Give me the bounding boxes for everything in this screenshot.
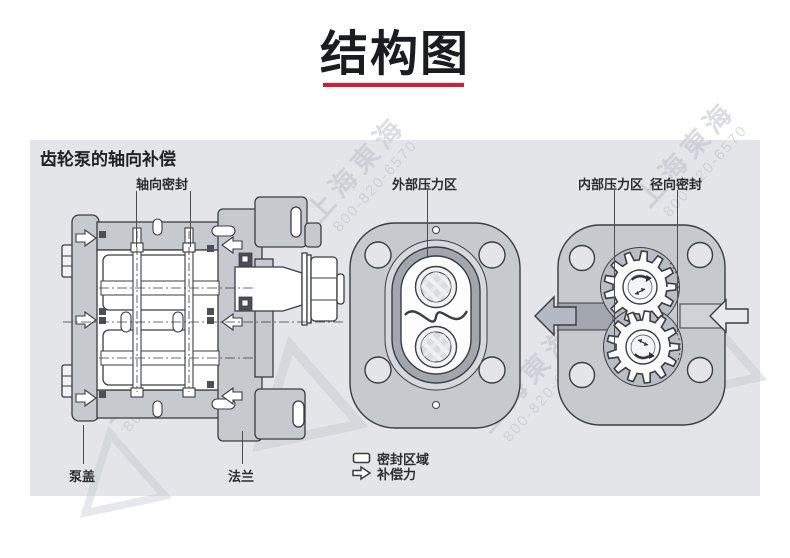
legend-seal-area: 密封区域 [377, 452, 430, 467]
leader-line [83, 425, 84, 464]
leader-line [614, 190, 615, 350]
outlet-arrow-icon [534, 295, 577, 337]
bolt-holes [568, 241, 714, 389]
inlet-arrow-icon [709, 298, 749, 334]
shaft-seals [238, 252, 253, 311]
housing-bolts [152, 218, 163, 418]
leader-line [242, 431, 243, 464]
label-pump-cover: 泵盖 [69, 469, 96, 484]
gear-view-diagram [534, 224, 749, 426]
rotation-arrow-icon [634, 353, 650, 359]
legend-compensation-force: 补偿力 [377, 467, 417, 482]
gear-plates [130, 227, 196, 398]
label-internal-pressure: 内部压力区 [578, 177, 644, 192]
cross-section-diagram [61, 196, 345, 442]
rotation-arrow-icon [631, 275, 647, 281]
shaft-bores [414, 265, 458, 369]
label-flange: 法兰 [228, 469, 255, 484]
seal-area-icon [352, 452, 371, 464]
compensation-force-icon [352, 465, 372, 481]
gear-bottom [606, 310, 681, 384]
gear-top [603, 250, 680, 324]
hex-nut-icon [310, 256, 338, 322]
bolt-holes [364, 241, 506, 384]
leader-line [190, 191, 191, 247]
drive-shaft [234, 252, 345, 326]
label-external-pressure: 外部压力区 [392, 177, 458, 192]
centerlines [63, 287, 343, 359]
page-title: 结构图 [319, 28, 470, 81]
label-radial-seal: 径向密封 [650, 177, 703, 192]
flange-bolts [211, 225, 236, 410]
radial-seal-arc [669, 262, 680, 296]
leader-line [136, 191, 137, 247]
panel-heading: 齿轮泵的轴向补偿 [40, 150, 176, 169]
title-underline [323, 83, 464, 87]
pin-hole [432, 401, 440, 409]
front-view-diagram [349, 222, 521, 429]
leader-line [427, 190, 428, 258]
pin-hole [432, 226, 440, 234]
compensation-arrows-right [75, 228, 97, 408]
label-axial-seal: 轴向密封 [136, 177, 189, 192]
leader-line [677, 190, 678, 332]
seal-s-curve [404, 310, 469, 323]
axial-seal-squares [99, 231, 214, 398]
